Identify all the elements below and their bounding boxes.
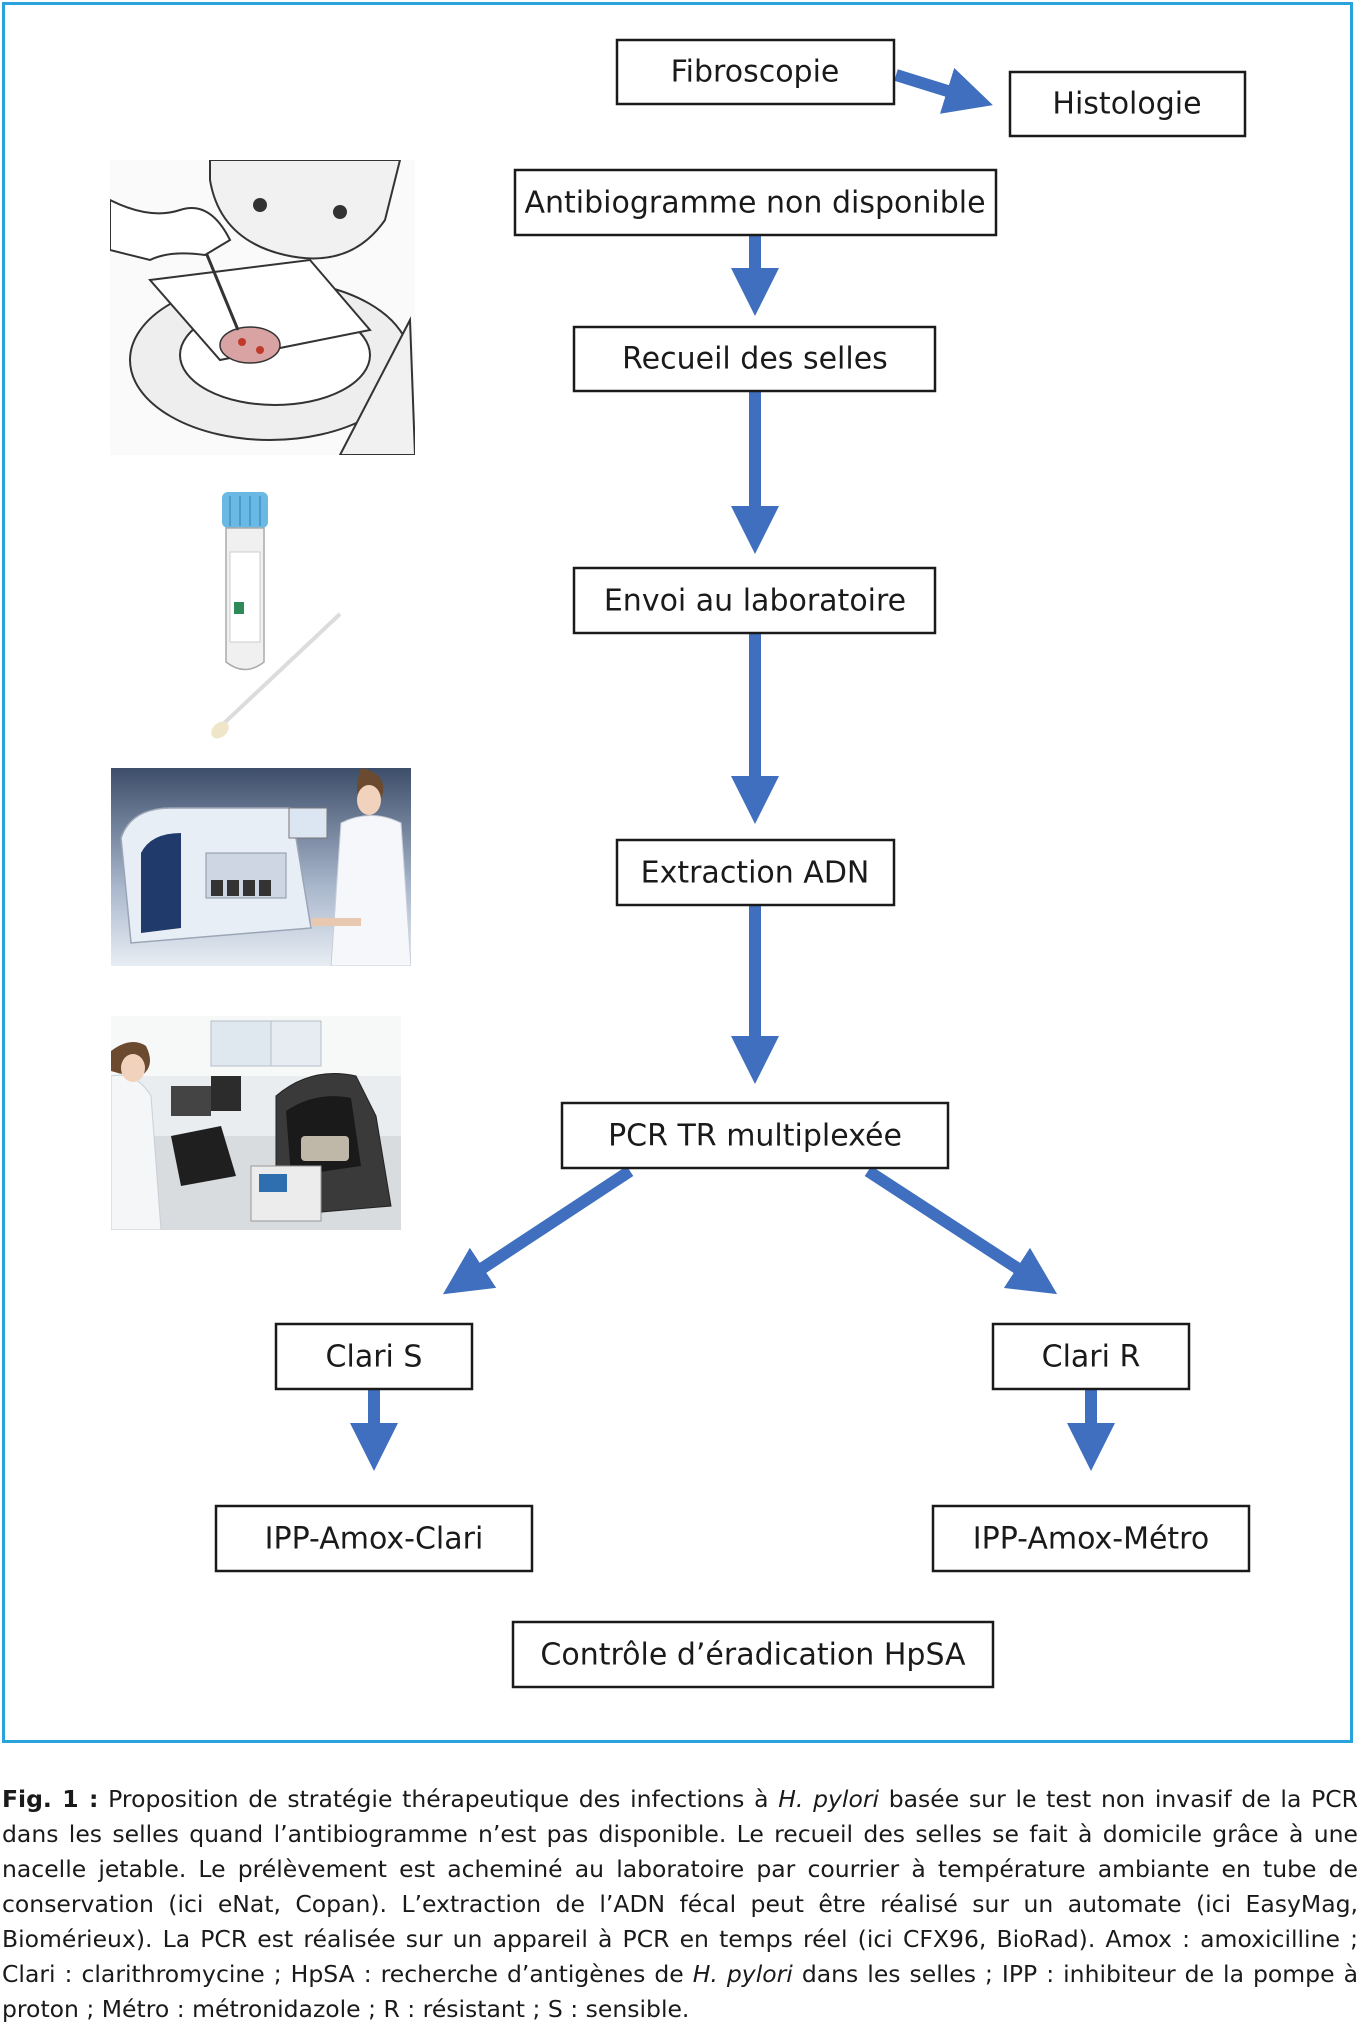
arrow-pcr-clari-s: [442, 1165, 634, 1295]
node-histologie: Histologie: [1008, 70, 1247, 138]
node-fibroscopie-label: Fibroscopie: [671, 55, 840, 90]
pcr-lab-photo: [111, 1016, 401, 1230]
node-fibroscopie: Fibroscopie: [615, 38, 896, 106]
arrow-pcr-clari-r: [864, 1165, 1058, 1295]
node-ipp-metro-label: IPP-Amox-Métro: [973, 1522, 1209, 1557]
dna-extraction-automate-photo: [111, 768, 411, 966]
flowchart: Fibroscopie Histologie Antibiogramme non…: [214, 38, 1251, 1689]
node-histologie-label: Histologie: [1052, 87, 1201, 122]
node-antibiogramme: Antibiogramme non disponible: [513, 168, 998, 237]
caption-organism-2: H. pylori: [692, 1960, 793, 1988]
caption-text-2: basée sur le test non invasif de la PCR …: [2, 1785, 1358, 1988]
node-ipp-clari: IPP-Amox-Clari: [214, 1504, 534, 1573]
node-recueil: Recueil des selles: [572, 325, 937, 393]
node-clari-s-label: Clari S: [326, 1340, 423, 1375]
node-recueil-label: Recueil des selles: [622, 342, 888, 377]
node-envoi: Envoi au laboratoire: [572, 566, 937, 635]
arrows: [350, 67, 1115, 1471]
node-antibiogramme-label: Antibiogramme non disponible: [524, 186, 985, 221]
node-extraction-label: Extraction ADN: [641, 856, 870, 891]
node-extraction: Extraction ADN: [615, 838, 896, 907]
arrow-fibro-histo: [894, 67, 993, 114]
stool-collection-illustration: [110, 160, 415, 455]
node-ipp-metro: IPP-Amox-Métro: [931, 1504, 1251, 1573]
caption-organism-1: H. pylori: [778, 1785, 880, 1813]
node-controle-label: Contrôle d’éradication HpSA: [540, 1638, 966, 1673]
sample-tube-swab-photo: [200, 492, 350, 747]
node-ipp-clari-label: IPP-Amox-Clari: [265, 1522, 484, 1557]
node-clari-r-label: Clari R: [1042, 1340, 1141, 1375]
caption-text-1: Proposition de stratégie thérapeutique d…: [98, 1785, 779, 1813]
caption-label: Fig. 1 :: [2, 1785, 99, 1813]
node-clari-r: Clari R: [991, 1322, 1191, 1391]
figure-caption: Fig. 1 : Proposition de stratégie thérap…: [2, 1782, 1358, 2027]
figure-frame: [2, 2, 1353, 1743]
node-controle: Contrôle d’éradication HpSA: [511, 1620, 995, 1689]
node-pcr: PCR TR multiplexée: [560, 1101, 950, 1170]
caption-text-3: dans les selles ; IPP : inhibiteur de la…: [2, 1960, 1358, 2023]
node-pcr-label: PCR TR multiplexée: [608, 1119, 902, 1154]
node-clari-s: Clari S: [274, 1322, 474, 1391]
node-envoi-label: Envoi au laboratoire: [604, 584, 906, 619]
